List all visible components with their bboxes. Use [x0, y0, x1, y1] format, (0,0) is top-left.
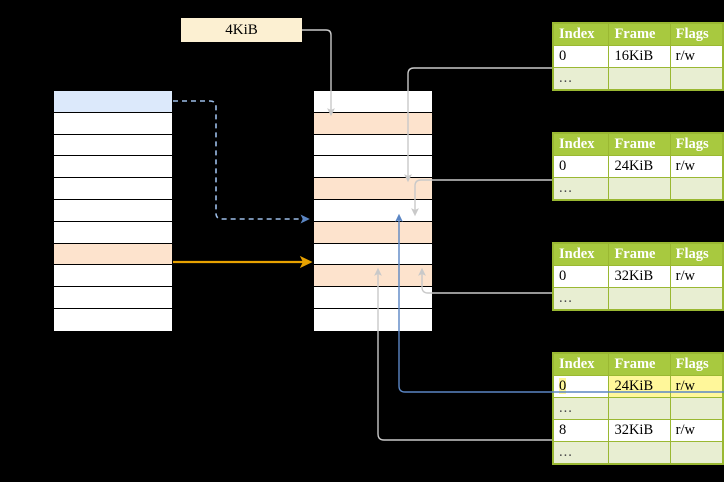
- phys-row-10[interactable]: [314, 308, 432, 331]
- table-header-row: Index Frame Flags: [552, 243, 724, 266]
- page-size-label: 4KiB: [181, 18, 302, 42]
- cell-frame: 32KiB: [608, 419, 671, 442]
- wire-pt3-to-phys8: [418, 267, 552, 294]
- table-row-highlighted[interactable]: 0 24KiB r/w: [552, 375, 724, 398]
- cell-frame: 32KiB: [608, 265, 671, 288]
- col-header-index: Index: [552, 23, 610, 46]
- col-header-index: Index: [552, 243, 610, 266]
- cell-flags: [669, 441, 724, 464]
- col-header-frame: Frame: [608, 23, 671, 46]
- cell-flags: [669, 67, 724, 90]
- phys-row-4[interactable]: [314, 178, 432, 200]
- cell-flags: r/w: [669, 419, 724, 442]
- cell-frame: [608, 287, 671, 310]
- table-header-row: Index Frame Flags: [552, 133, 724, 156]
- physical-memory-column: [313, 90, 433, 331]
- col-header-index: Index: [552, 133, 610, 156]
- table-row[interactable]: ...: [552, 397, 724, 420]
- col-header-flags: Flags: [669, 243, 724, 266]
- phys-row-3[interactable]: [314, 156, 432, 179]
- page-table-4: Index Frame Flags 0 24KiB r/w ... 8 32Ki…: [552, 352, 724, 465]
- cell-flags: [669, 397, 724, 420]
- cell-index: ...: [552, 397, 610, 420]
- cell-frame: 16KiB: [608, 45, 671, 68]
- wire-vas0-to-phys6: [173, 100, 310, 224]
- phys-row-2[interactable]: [314, 134, 432, 157]
- virtual-address-space-column: [53, 90, 173, 331]
- col-header-flags: Flags: [669, 133, 724, 156]
- cell-flags: [669, 287, 724, 310]
- phys-row-9[interactable]: [314, 287, 432, 309]
- table-header-row: Index Frame Flags: [552, 353, 724, 376]
- phys-row-6[interactable]: [314, 221, 432, 244]
- table-row[interactable]: 0 24KiB r/w: [552, 155, 724, 178]
- cell-index: ...: [552, 287, 610, 310]
- cell-flags: r/w: [669, 375, 724, 398]
- cell-index: 8: [552, 419, 610, 442]
- cell-frame: 24KiB: [608, 375, 671, 398]
- cell-index: 0: [552, 155, 610, 178]
- table-row[interactable]: ...: [552, 441, 724, 464]
- vas-row-9[interactable]: [54, 287, 172, 309]
- table-row[interactable]: ...: [552, 177, 724, 200]
- table-row[interactable]: ...: [552, 287, 724, 310]
- vas-row-2[interactable]: [54, 134, 172, 157]
- cell-index: ...: [552, 441, 610, 464]
- col-header-flags: Flags: [669, 23, 724, 46]
- cell-flags: r/w: [669, 265, 724, 288]
- col-header-frame: Frame: [608, 133, 671, 156]
- cell-frame: [608, 441, 671, 464]
- vas-row-4[interactable]: [54, 178, 172, 200]
- cell-index: ...: [552, 177, 610, 200]
- cell-frame: [608, 397, 671, 420]
- vas-row-5[interactable]: [54, 199, 172, 222]
- page-table-3: Index Frame Flags 0 32KiB r/w ...: [552, 242, 724, 311]
- phys-row-0[interactable]: [314, 91, 432, 113]
- table-row[interactable]: 0 16KiB r/w: [552, 45, 724, 68]
- page-table-1: Index Frame Flags 0 16KiB r/w ...: [552, 22, 724, 91]
- cell-index: 0: [552, 375, 610, 398]
- wire-pt2-to-phys6: [411, 179, 552, 217]
- vas-row-6[interactable]: [54, 221, 172, 244]
- table-row[interactable]: 8 32KiB r/w: [552, 419, 724, 442]
- phys-row-5[interactable]: [314, 199, 432, 222]
- table-header-row: Index Frame Flags: [552, 23, 724, 46]
- phys-row-8[interactable]: [314, 265, 432, 288]
- col-header-index: Index: [552, 353, 610, 376]
- col-header-frame: Frame: [608, 243, 671, 266]
- vas-row-10[interactable]: [54, 308, 172, 331]
- cell-flags: [669, 177, 724, 200]
- cell-index-text: 0: [559, 378, 567, 394]
- cell-frame: 24KiB: [608, 155, 671, 178]
- page-table-2: Index Frame Flags 0 24KiB r/w ...: [552, 132, 724, 201]
- vas-row-8[interactable]: [54, 265, 172, 288]
- cell-index: 0: [552, 265, 610, 288]
- col-header-frame: Frame: [608, 353, 671, 376]
- vas-row-0[interactable]: [54, 91, 172, 113]
- vas-row-1[interactable]: [54, 112, 172, 135]
- cell-frame: [608, 67, 671, 90]
- cell-flags: r/w: [669, 155, 724, 178]
- table-row[interactable]: 0 32KiB r/w: [552, 265, 724, 288]
- col-header-flags: Flags: [669, 353, 724, 376]
- table-row[interactable]: ...: [552, 67, 724, 90]
- cell-frame: [608, 177, 671, 200]
- vas-row-3[interactable]: [54, 156, 172, 179]
- cell-index: 0: [552, 45, 610, 68]
- cell-index: ...: [552, 67, 610, 90]
- phys-row-1[interactable]: [314, 112, 432, 135]
- phys-row-7[interactable]: [314, 243, 432, 266]
- vas-row-7[interactable]: [54, 243, 172, 266]
- cell-flags: r/w: [669, 45, 724, 68]
